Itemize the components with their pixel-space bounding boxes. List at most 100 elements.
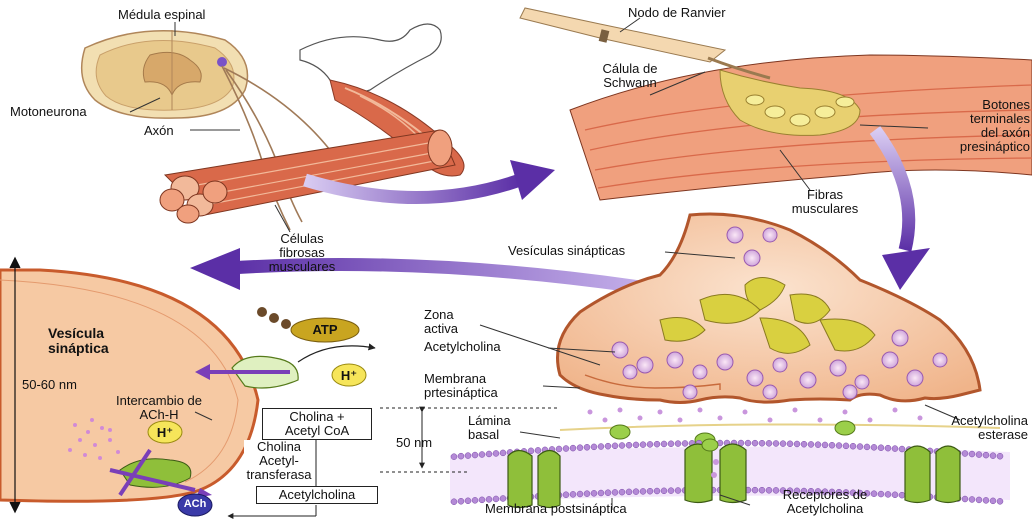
lipid-head	[675, 441, 681, 447]
lipid-head	[836, 443, 842, 449]
label-vesicula-sinaptica: Vesícula sináptica	[48, 326, 109, 356]
lipid-head	[591, 444, 597, 450]
lipid-head	[661, 488, 667, 494]
lipid-head	[458, 498, 464, 504]
lipid-head	[787, 441, 793, 447]
lipid-head	[682, 440, 688, 446]
lipid-head	[976, 452, 982, 458]
lipid-head	[892, 492, 898, 498]
lipid-head	[997, 453, 1003, 459]
label-botones-terminales-line-4: presináptico	[924, 140, 1030, 154]
lipid-head	[668, 488, 674, 494]
lipid-head	[808, 441, 814, 447]
label-50-60-nm: 50-60 nm	[22, 378, 77, 392]
label-membrana-presinaptica-line-1: Membrana	[424, 372, 498, 386]
lipid-head	[654, 441, 660, 447]
lipid-head	[535, 447, 541, 453]
lipid-head	[612, 443, 618, 449]
label-atp: ATP	[300, 322, 350, 337]
label-vesicula-sinaptica-line-1: Vesícula	[48, 326, 109, 341]
label-celula-schwann-line-1: Cálula de	[585, 62, 675, 76]
label-50-nm: 50 nm	[396, 436, 432, 450]
label-lamina-basal-line-1: Lámina	[468, 414, 511, 428]
lipid-head	[654, 488, 660, 494]
label-zona-activa-line-2: activa	[424, 322, 458, 336]
lipid-head	[990, 498, 996, 504]
lipid-head	[577, 445, 583, 451]
lipid-head	[752, 487, 758, 493]
label-celulas-fibrosas-line-3: musculares	[262, 260, 342, 274]
lipid-head	[822, 442, 828, 448]
lipid-head	[899, 446, 905, 452]
lipid-head	[759, 440, 765, 446]
lipid-head	[612, 489, 618, 495]
lipid-head	[878, 445, 884, 451]
lipid-head	[465, 498, 471, 504]
acetylcholina-box: Acetylcholina	[256, 486, 378, 504]
lipid-head	[647, 488, 653, 494]
lipid-head	[633, 489, 639, 495]
flow-arrow-2-head	[882, 248, 930, 290]
lipid-head	[801, 441, 807, 447]
lipid-head	[983, 497, 989, 503]
lipid-head	[990, 453, 996, 459]
label-h-plus-left: H⁺	[150, 425, 180, 441]
label-celulas-fibrosas-line-1: Células	[262, 232, 342, 246]
label-medula-espinal: Médula espinal	[118, 8, 205, 22]
flow-arrow-1-head	[510, 160, 555, 200]
lipid-head	[976, 497, 982, 503]
lipid-head	[472, 497, 478, 503]
lipid-head	[479, 452, 485, 458]
lipid-head	[619, 442, 625, 448]
label-transferasa-line-2: Acetyl-	[244, 454, 314, 468]
lipid-head	[528, 448, 534, 454]
label-celula-schwann-line-2: Schwann	[585, 76, 675, 90]
label-receptores-line-2: Acetylcholina	[765, 502, 885, 516]
label-botones-terminales-line-1: Botones	[924, 98, 1030, 112]
lipid-head	[857, 444, 863, 450]
lipid-head	[885, 491, 891, 497]
label-axon: Axón	[144, 124, 174, 138]
label-transferasa-line-3: transferasa	[244, 468, 314, 482]
lipid-head	[843, 443, 849, 449]
lipid-head	[563, 492, 569, 498]
label-membrana-presinaptica-line-2: prtesináptica	[424, 386, 498, 400]
label-nodo-ranvier: Nodo de Ranvier	[628, 6, 726, 20]
spinal-cord	[82, 30, 248, 118]
lipid-head	[570, 445, 576, 451]
lipid-head	[773, 440, 779, 446]
muscle-label-line	[275, 205, 290, 232]
lipid-head	[458, 453, 464, 459]
label-acetylcholina-esterase-line-1: Acetylcholina	[924, 414, 1028, 428]
label-lamina-basal-line-2: basal	[468, 428, 511, 442]
lipid-head	[584, 491, 590, 497]
label-lamina-basal: Lámina basal	[468, 414, 511, 442]
lipid-head	[563, 446, 569, 452]
lipid-head	[493, 450, 499, 456]
lipid-head	[626, 442, 632, 448]
label-transferasa: Cholina Acetyl- transferasa	[244, 440, 314, 482]
lipid-head	[472, 452, 478, 458]
label-intercambio: Intercambio de ACh-H	[100, 394, 218, 422]
lipid-head	[605, 443, 611, 449]
label-fibras-musculares-line-1: Fibras	[780, 188, 870, 202]
flow-arrow-3-head	[190, 248, 240, 290]
lipid-head	[598, 490, 604, 496]
lipid-head	[584, 444, 590, 450]
lipid-head	[500, 450, 506, 456]
label-celula-schwann: Cálula de Schwann	[585, 62, 675, 90]
lipid-head	[794, 441, 800, 447]
lipid-head	[626, 489, 632, 495]
cholina-acetyl-coa-box: Cholina + Acetyl CoA	[262, 408, 372, 440]
lipid-head	[451, 454, 457, 460]
lipid-head	[962, 496, 968, 502]
lipid-head	[969, 496, 975, 502]
lipid-head	[829, 442, 835, 448]
lipid-head	[633, 442, 639, 448]
label-botones-terminales-line-2: terminales	[924, 112, 1030, 126]
label-intercambio-line-2: ACh-H	[100, 408, 218, 422]
lipid-head	[465, 453, 471, 459]
cholina-box-line-2: Acetyl CoA	[267, 424, 367, 438]
postsynaptic-membrane	[450, 439, 1010, 508]
label-fibras-musculares: Fibras musculares	[780, 188, 870, 216]
